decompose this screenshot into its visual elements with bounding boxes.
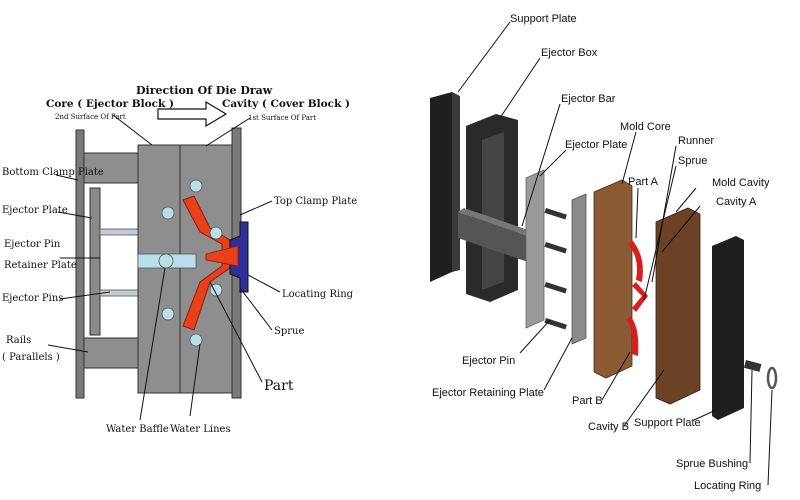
label-ejector-pin-retainer-2: Retainer Plate [4, 260, 77, 271]
ejector-retaining-plate [571, 193, 587, 345]
label-locating-ring-r: Locating Ring [694, 480, 761, 492]
support-plate-front [712, 236, 744, 420]
locating-ring-3d [766, 366, 778, 390]
bottom-clamp-plate [75, 129, 85, 399]
label-ejector-plate-r: Ejector Plate [565, 139, 627, 151]
ejector-box-inner [482, 132, 504, 290]
part-a [628, 240, 643, 282]
label-mold-core: Mold Core [620, 121, 671, 133]
water-line [209, 226, 223, 240]
ejector-pin-3d [544, 242, 567, 254]
sprue-bushing [743, 359, 762, 372]
label-ejector-plate: Ejector Plate [2, 205, 68, 216]
label-cavity: Cavity ( Cover Block ) [222, 98, 350, 110]
label-mold-cavity: Mold Cavity [712, 177, 770, 189]
label-ejector-bar: Ejector Bar [561, 93, 616, 105]
label-ejector-pin-r: Ejector Pin [462, 355, 515, 367]
label-ejector-pin-retainer-1: Ejector Pin [4, 239, 61, 250]
label-water-baffle: Water Baffle [106, 424, 169, 435]
ejector-pins-3d [544, 208, 567, 330]
label-ejector-pins: Ejector Pins [2, 293, 63, 304]
sprue-shape [229, 221, 249, 293]
die-draw-arrow [157, 100, 228, 128]
label-ejector-box: Ejector Box [541, 47, 598, 59]
rail-bottom [82, 337, 139, 369]
label-part: Part [264, 378, 294, 394]
part-shape [182, 195, 231, 331]
label-sprue: Sprue [274, 326, 304, 337]
core-block [137, 144, 181, 394]
left-mold-section [47, 100, 281, 421]
support-plate-back-side [452, 92, 460, 272]
right-exploded-view [430, 21, 778, 486]
label-part-b: Part B [572, 395, 603, 407]
label-cavity-b: Cavity B [588, 421, 629, 433]
label-runner: Runner [678, 135, 714, 147]
ejector-pin-3d [544, 208, 567, 220]
water-line [189, 333, 203, 347]
label-direction: Direction Of Die Draw [136, 84, 273, 97]
label-sprue-r: Sprue [678, 155, 707, 167]
label-rails-1: Rails [6, 335, 31, 346]
part-b [626, 316, 639, 356]
label-cavity-sub: 1st Surface Of Part [248, 114, 316, 122]
sprue-channel [205, 245, 239, 267]
ejector-plate [89, 187, 101, 336]
ejector-plate-3d [525, 169, 545, 329]
label-bottom-clamp: Bottom Clamp Plate [2, 167, 104, 178]
ejector-pin-3d [544, 318, 567, 330]
label-locating-ring: Locating Ring [282, 289, 354, 300]
mold-core [593, 179, 633, 379]
water-line [161, 206, 175, 220]
label-cavity-a: Cavity A [716, 196, 757, 208]
label-core: Core ( Ejector Block ) [46, 98, 174, 110]
mold-cavity [655, 207, 701, 405]
ejector-pin-3d [544, 282, 567, 294]
ejector-bar-top [458, 208, 534, 236]
water-line [189, 179, 203, 193]
label-sprue-bushing: Sprue Bushing [676, 458, 748, 470]
label-water-lines: Water Lines [170, 424, 231, 435]
label-core-sub: 2nd Surface Of Part [55, 113, 126, 121]
label-support-plate-top: Support Plate [510, 13, 577, 25]
water-line [161, 307, 175, 321]
label-ejector-retaining-plate: Ejector Retaining Plate [432, 387, 544, 399]
support-plate-back [430, 92, 452, 282]
label-support-plate-bottom: Support Plate [634, 417, 701, 429]
water-baffle-end [158, 253, 174, 269]
label-rails-2: ( Parallels ) [2, 352, 60, 363]
runner-3d [632, 282, 648, 312]
label-part-a: Part A [628, 176, 659, 188]
label-top-clamp: Top Clamp Plate [274, 196, 357, 207]
ejector-bar [458, 212, 528, 262]
